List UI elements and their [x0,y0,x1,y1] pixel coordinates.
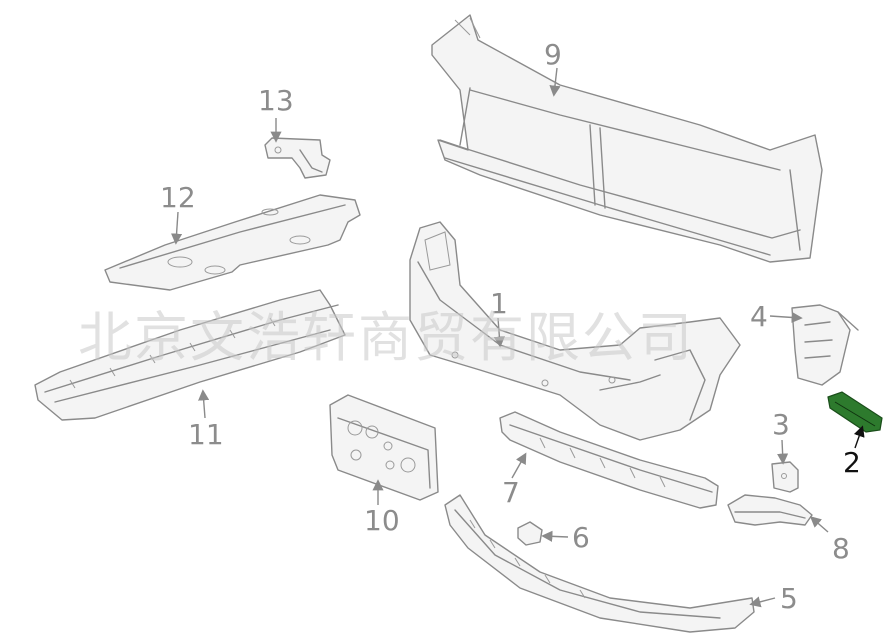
callout-8: 8 [832,532,850,565]
callout-6: 6 [572,521,590,554]
part-3-clip [771,461,799,493]
callout-4: 4 [750,300,768,333]
callout-12: 12 [160,181,196,214]
part-2-highlighted-bracket [827,391,883,433]
part-9-radiator-support [431,14,823,263]
callout-13: 13 [258,84,294,117]
callout-11: 11 [188,418,224,451]
part-4-side-bracket [791,304,859,386]
callout-10: 10 [364,504,400,537]
part-7-impact-bar [499,411,719,509]
part-13-bracket [264,137,331,179]
callout-2: 2 [843,446,861,479]
part-11-air-deflector [34,289,346,421]
callout-5: 5 [780,582,798,615]
part-1-bumper-fascia [409,221,741,441]
part-6-clip [517,521,543,546]
callout-1: 1 [490,287,508,320]
callout-3: 3 [772,408,790,441]
callout-7: 7 [502,476,520,509]
callout-labels: 9 13 12 1 4 2 3 11 10 7 6 8 5 [160,38,861,615]
part-12-splash-shield [104,194,361,291]
part-8-side-support [727,494,813,526]
callout-9: 9 [544,38,562,71]
part-5-lower-valance [444,494,755,633]
leader-lines [170,67,865,608]
part-10-license-plate-bracket [329,394,439,501]
